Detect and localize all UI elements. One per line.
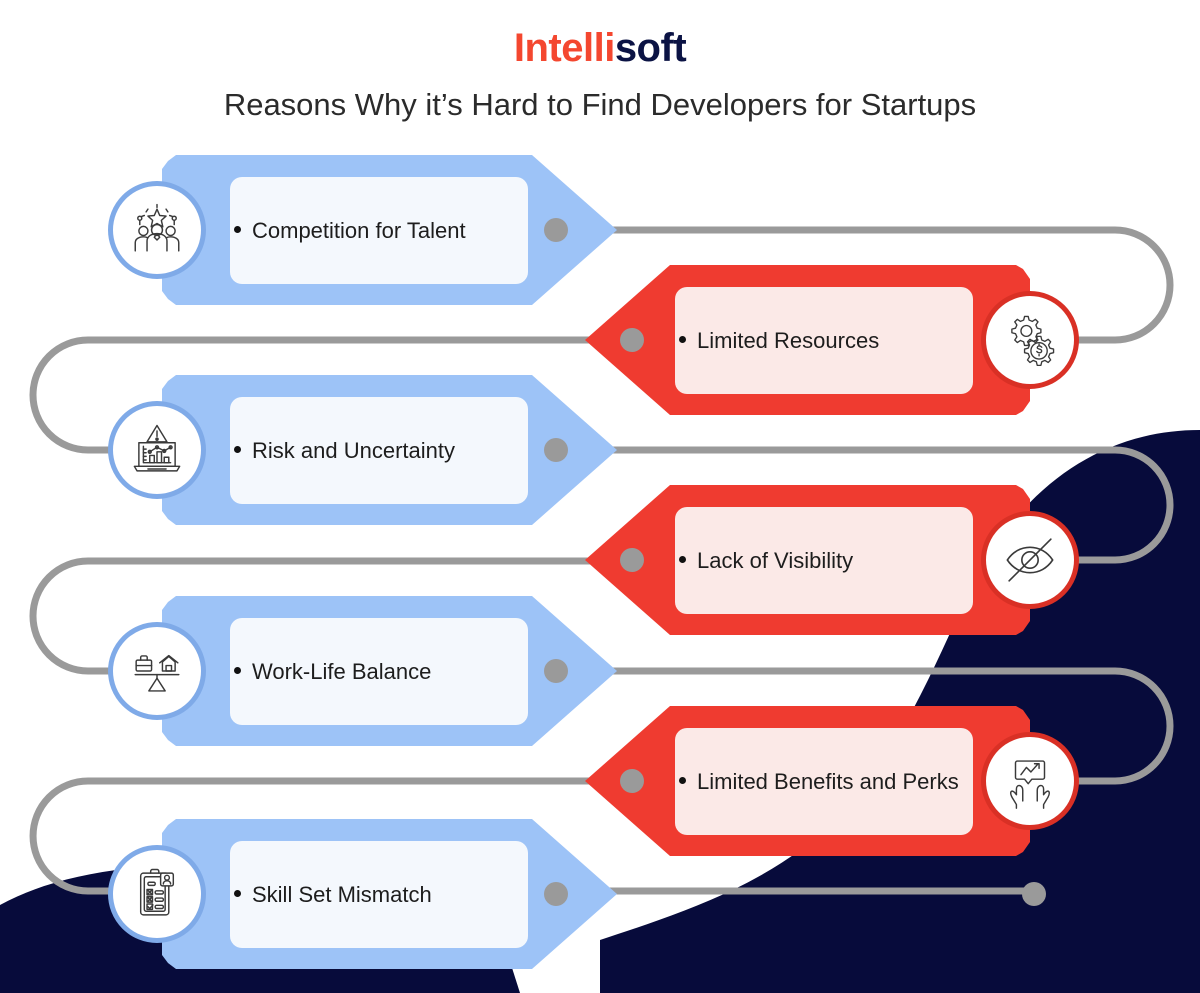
tag-shape-red: Limited Benefits and Perks bbox=[585, 706, 1030, 856]
connector-dot bbox=[544, 659, 568, 683]
tag-inner-card: Skill Set Mismatch bbox=[230, 841, 528, 948]
gear-dollar-icon bbox=[981, 291, 1079, 389]
brand-logo: Intellisoft bbox=[0, 28, 1200, 68]
tag-shape-blue: Competition for Talent bbox=[162, 155, 617, 305]
connector-1-to-2 bbox=[552, 226, 1174, 344]
laptop-chart-warning-icon bbox=[108, 401, 206, 499]
connector-dot bbox=[620, 548, 644, 572]
connector-dot bbox=[620, 769, 644, 793]
connector-6-to-7 bbox=[29, 777, 636, 895]
logo-text-primary: Intelli bbox=[513, 26, 615, 70]
connector-3-to-4 bbox=[552, 446, 1174, 564]
tag-inner-card: Risk and Uncertainty bbox=[230, 397, 528, 504]
connector-5-to-6 bbox=[552, 667, 1174, 785]
item-label: Competition for Talent bbox=[230, 216, 476, 245]
connector-4-to-5 bbox=[29, 557, 636, 675]
tag-shape-blue: Risk and Uncertainty bbox=[162, 375, 617, 525]
page-title: Reasons Why it’s Hard to Find Developers… bbox=[223, 87, 977, 122]
tag-shape-red: Lack of Visibility bbox=[585, 485, 1030, 635]
item-label: Lack of Visibility bbox=[675, 546, 863, 575]
balance-scale-icon bbox=[108, 622, 206, 720]
logo-text-secondary: soft bbox=[614, 26, 687, 70]
hands-growth-chart-icon bbox=[981, 732, 1079, 830]
connector-dot bbox=[544, 218, 568, 242]
item-label: Skill Set Mismatch bbox=[230, 880, 442, 909]
tag-inner-card: Competition for Talent bbox=[230, 177, 528, 284]
item-label: Limited Benefits and Perks bbox=[675, 767, 969, 796]
item-label: Risk and Uncertainty bbox=[230, 436, 465, 465]
tag-shape-blue: Skill Set Mismatch bbox=[162, 819, 617, 969]
connector-2-to-3 bbox=[29, 336, 636, 454]
connector-end-dot bbox=[1022, 882, 1046, 906]
tag-inner-card: Work-Life Balance bbox=[230, 618, 528, 725]
item-label: Work-Life Balance bbox=[230, 657, 441, 686]
connector-dot bbox=[544, 882, 568, 906]
eye-off-icon bbox=[981, 511, 1079, 609]
tag-inner-card: Limited Resources bbox=[675, 287, 973, 394]
tag-shape-red: Limited Resources bbox=[585, 265, 1030, 415]
connector-dot bbox=[544, 438, 568, 462]
tag-inner-card: Limited Benefits and Perks bbox=[675, 728, 973, 835]
tag-shape-blue: Work-Life Balance bbox=[162, 596, 617, 746]
header: Intellisoft Reasons Why it’s Hard to Fin… bbox=[0, 0, 1200, 123]
tag-inner-card: Lack of Visibility bbox=[675, 507, 973, 614]
team-star-icon bbox=[108, 181, 206, 279]
connector-dot bbox=[620, 328, 644, 352]
clipboard-checklist-icon bbox=[108, 845, 206, 943]
item-label: Limited Resources bbox=[675, 326, 889, 355]
